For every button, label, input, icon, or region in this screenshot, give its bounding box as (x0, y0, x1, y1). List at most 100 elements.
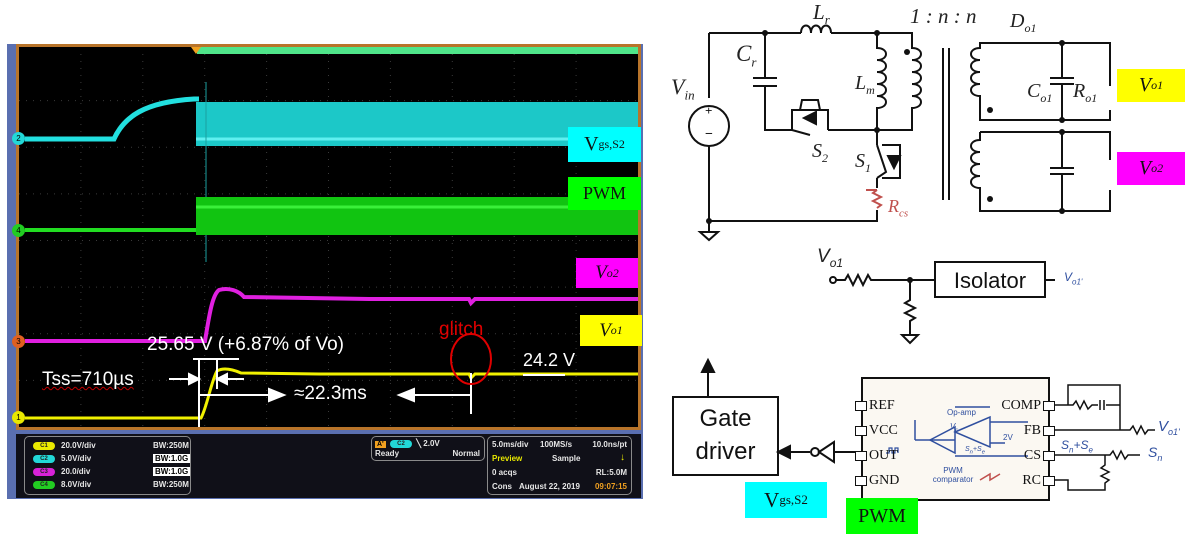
timebase: 5.0ms/div (492, 440, 529, 449)
trace-vgs-s2 (25, 96, 199, 142)
channel-chip: C4 (33, 480, 55, 489)
pin-label: VCC (869, 423, 898, 438)
steady-state-annotation: 24.2 V (523, 350, 576, 370)
arrow-up-icon (700, 357, 716, 373)
comparator-symbol (928, 425, 956, 455)
acq-mode: Preview (492, 454, 523, 463)
trigger-level: 2.0V (423, 439, 440, 448)
ic-pin-gnd: GND (855, 473, 899, 489)
channel-chip: C3 (33, 467, 55, 476)
waveform-canvas (19, 47, 638, 427)
channel-marker-1[interactable]: 1 (12, 411, 25, 424)
acq-sample: Sample (552, 454, 581, 463)
ref-voltage-label: 2V (1003, 433, 1013, 442)
tss-annotation: Tss=710µs (42, 369, 134, 390)
switch-s1 (876, 130, 888, 188)
sum-label: Sn+Se (965, 446, 985, 456)
wire-ground-return (708, 146, 878, 222)
junction-dots (706, 30, 1065, 283)
gate-driver-block (672, 396, 779, 476)
pin-box (1043, 476, 1055, 486)
channel-bandwidth: BW:250M (153, 480, 189, 489)
acq-count: 0 acqs (492, 468, 517, 477)
pin-label: REF (869, 398, 895, 413)
channel-chip: C2 (33, 454, 55, 463)
ic-pin-rc: RC (1022, 473, 1055, 489)
time-per-point: 10.0ns/pt (592, 440, 627, 449)
ic-pin-cs: CS (1024, 448, 1055, 464)
channel-scale: 5.0V/div (61, 454, 92, 463)
minus-sign: − (705, 127, 713, 142)
label-s1: S1 (855, 150, 871, 175)
acq-date: August 22, 2019 (519, 482, 580, 491)
label-cr: Cr (736, 41, 757, 70)
record-length: RL:5.0M (595, 468, 627, 477)
ic-external-network (1055, 384, 1155, 491)
delay-annotation: ≈22.3ms (294, 383, 367, 404)
isolator-block (934, 261, 1046, 298)
label-lm: Lm (855, 72, 875, 97)
pin-box (1043, 426, 1055, 436)
label-co1: Co1 (1027, 80, 1053, 105)
channel-marker-4[interactable]: 4 (12, 224, 25, 237)
channel-marker-2[interactable]: 2 (12, 132, 25, 145)
tag-pwm: PWM (568, 177, 641, 210)
pin-label: OUT (869, 448, 898, 463)
arrow-down-icon: ↓ (620, 452, 625, 463)
channel-bandwidth: BW:250M (153, 441, 189, 450)
gate-driver-label: Gate driver (673, 402, 778, 472)
ic-internal-blocks (914, 406, 1028, 457)
trigger-position-marker (191, 47, 201, 54)
channel-row-c1[interactable]: C1 20.0V/div BW:250M (33, 441, 189, 450)
pin-label: COMP (1001, 398, 1041, 413)
opamp-symbol (953, 415, 991, 449)
cons-label: Cons (492, 482, 512, 491)
trace-vo1 (25, 367, 638, 420)
opamp-label: Op-amp (947, 408, 976, 417)
pin-box (855, 401, 867, 411)
diode-s2 (801, 110, 817, 126)
label-vin: Vin (671, 74, 695, 103)
label-vo1-prime: Vo1' (1064, 270, 1083, 287)
channel-scale: 20.0V/div (61, 441, 96, 450)
transformer-primary (877, 32, 922, 131)
channel-marker-3[interactable]: 3 (12, 335, 25, 348)
trigger-panel[interactable]: A' C2 ╲ 2.0V Ready Normal (371, 436, 485, 461)
pulse-waveform-icon (886, 447, 899, 454)
channel-scale: 20.0/div (61, 467, 91, 476)
acq-time: 09:07:15 (594, 482, 627, 491)
pin-box (855, 451, 867, 461)
capacitor-co2 (1050, 132, 1074, 211)
label-do1: Do1 (1010, 10, 1037, 35)
label-s2: S2 (812, 140, 828, 165)
comparator-line2: comparator (932, 475, 974, 484)
ic-pin-out: OUT (855, 448, 898, 464)
record-view-window (197, 47, 638, 54)
plus-sign: + (705, 103, 712, 118)
label-ro1: Ro1 (1073, 80, 1098, 105)
timing-annotations (169, 358, 565, 427)
acquisition-panel[interactable]: 5.0ms/div 100MS/s 10.0ns/pt Preview Samp… (487, 436, 632, 495)
gate-driver-line2: driver (695, 438, 756, 465)
trigger-state: Ready (375, 449, 400, 458)
glitch-annotation: glitch (439, 319, 484, 340)
comparator-line1: PWM (943, 466, 963, 475)
inductor-lm (876, 33, 887, 130)
label-turns-ratio: 1 : n : n (910, 4, 977, 28)
label-ext-vo1-prime: Vo1' (1158, 418, 1180, 437)
s1-body-diode-wire (882, 144, 901, 179)
channel-chip: C1 (33, 441, 55, 450)
trigger-type: Normal (452, 449, 480, 458)
ic-pin-fb: FB (1024, 423, 1055, 439)
pin-box (855, 426, 867, 436)
